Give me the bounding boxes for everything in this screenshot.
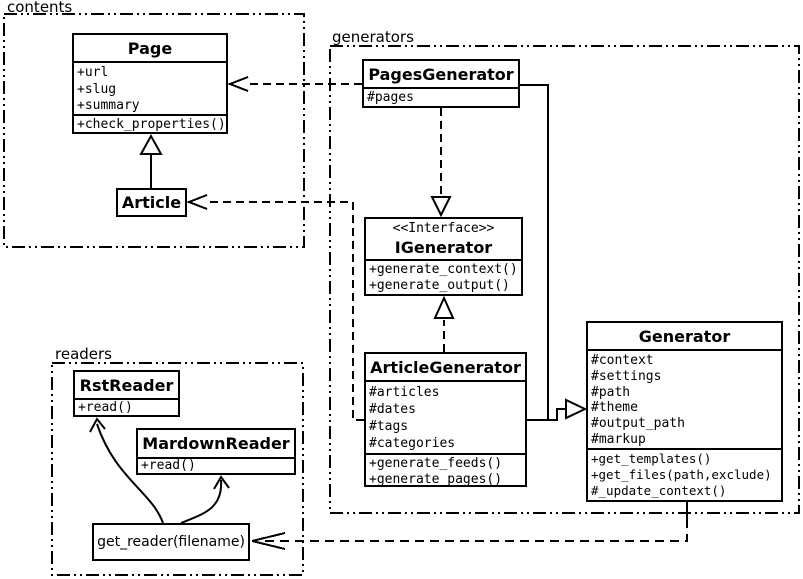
class-articlegenerator-methods: +generate_feeds() +generate_pages(): [366, 455, 525, 485]
attribute-line: #settings: [591, 368, 662, 384]
class-pagesgenerator: PagesGenerator #pages: [362, 59, 520, 108]
attribute-line: #output_path: [591, 416, 685, 432]
attribute-line: #articles: [369, 385, 440, 400]
class-article: Article: [116, 188, 187, 217]
dependency-generator-getreader-line: [262, 519, 688, 542]
class-generator: Generator #context #settings #path #them…: [586, 321, 783, 502]
attribute-line: +url: [77, 65, 109, 80]
class-igenerator-stereotype: <<Interface>>: [392, 221, 495, 236]
attribute-line: #pages: [367, 90, 414, 105]
hollow-triangle-icon: [565, 398, 588, 420]
class-generator-methods: +get_templates() +get_files(path,exclude…: [588, 450, 781, 500]
attribute-line: #categories: [369, 436, 456, 451]
method-line: +get_templates(): [591, 451, 712, 466]
class-mardownreader-methods: +read(): [138, 459, 294, 473]
class-article-title: Article: [121, 193, 182, 212]
package-contents-label: contents: [7, 0, 73, 16]
package-generators-label: generators: [332, 28, 414, 46]
open-arrowhead-icon: [227, 76, 249, 92]
hollow-triangle-icon: [139, 133, 163, 155]
class-articlegenerator-attributes: #articles #dates #tags #categories: [366, 382, 525, 455]
class-mardownreader: MardownReader +read(): [136, 428, 296, 475]
attribute-line: #tags: [369, 419, 409, 434]
open-arrowhead-icon: [251, 532, 286, 550]
open-arrowhead-icon: [213, 475, 230, 490]
attribute-line: #context: [591, 353, 654, 368]
class-generator-title: Generator: [588, 323, 781, 351]
class-pagesgenerator-attributes: #pages: [364, 89, 518, 106]
attribute-line: +slug: [77, 81, 117, 97]
attribute-line: #theme: [591, 400, 638, 416]
class-rstreader: RstReader +read(): [73, 370, 180, 417]
method-line: +generate_pages(): [369, 471, 503, 486]
method-line: +generate_output(): [369, 278, 510, 293]
class-igenerator-name: IGenerator: [394, 238, 493, 257]
class-articlegenerator: ArticleGenerator #articles #dates #tags …: [364, 352, 527, 487]
package-contents-border: [3, 13, 305, 248]
attribute-line: #dates: [369, 402, 416, 417]
method-line: #_update_context(): [591, 483, 727, 498]
method-line: +read(): [78, 400, 133, 415]
class-pagesgenerator-title: PagesGenerator: [364, 61, 518, 89]
attribute-line: #path: [591, 384, 631, 400]
package-generators-border: [329, 45, 800, 514]
class-igenerator-title: <<Interface>> IGenerator: [366, 219, 521, 261]
class-page-attributes: +url +slug +summary: [74, 63, 226, 116]
class-igenerator-methods: +generate_context() +generate_output(): [366, 261, 521, 294]
arrow-getreader-mardownreader-line: [180, 479, 223, 524]
method-line: +read(): [141, 459, 196, 473]
method-line: +generate_feeds(): [369, 456, 503, 471]
hollow-triangle-icon: [433, 295, 455, 319]
method-line: +get_files(path,exclude): [591, 467, 772, 482]
class-rstreader-title: RstReader: [75, 372, 178, 400]
arrow-getreader-rstreader-line: [96, 423, 164, 524]
class-mardownreader-title: MardownReader: [138, 430, 294, 459]
class-page-title: Page: [74, 35, 226, 63]
class-page-methods: +check_properties(): [74, 116, 226, 132]
hollow-triangle-icon: [430, 196, 452, 218]
package-readers-border: [51, 362, 304, 576]
attribute-line: +summary: [77, 98, 140, 113]
class-rstreader-methods: +read(): [75, 400, 178, 415]
open-arrowhead-icon: [89, 417, 106, 433]
method-line: +check_properties(): [77, 117, 226, 132]
package-readers-label: readers: [55, 345, 112, 363]
class-generator-attributes: #context #settings #path #theme #output_…: [588, 351, 781, 450]
dependency-articlegenerator-article-line: [207, 201, 364, 421]
attribute-line: #markup: [591, 431, 646, 447]
class-igenerator: <<Interface>> IGenerator +generate_conte…: [364, 217, 523, 296]
generalization-pagesgenerator-generator-line: [520, 84, 549, 420]
class-page: Page +url +slug +summary +check_properti…: [72, 33, 228, 134]
class-articlegenerator-title: ArticleGenerator: [366, 354, 525, 382]
method-line: +generate_context(): [369, 262, 518, 277]
get-reader-box: get_reader(filename): [92, 523, 250, 561]
generalization-shared-segment: [548, 408, 566, 421]
open-arrowhead-icon: [186, 194, 208, 210]
